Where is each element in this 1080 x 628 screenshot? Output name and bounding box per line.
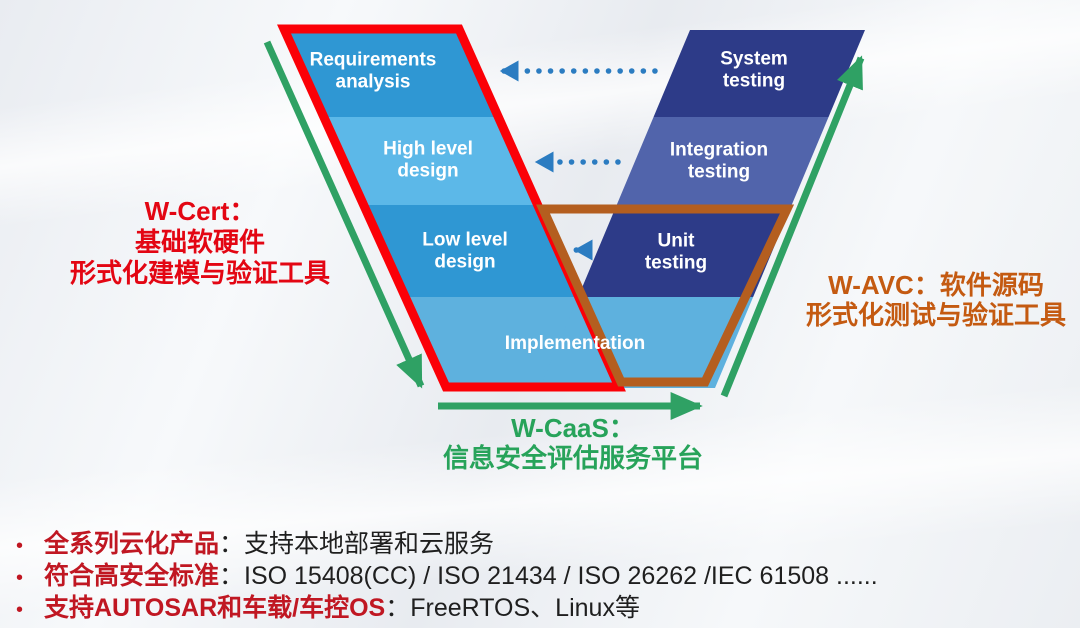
feature-bullet-list: • 全系列云化产品 ：支持本地部署和云服务 • 符合高安全标准 ：ISO 154…: [16, 528, 878, 624]
w-caas-label: W-CaaS： 信息安全评估服务平台: [420, 413, 726, 473]
w-cert-line2: 基础软硬件: [134, 227, 265, 257]
bullet-term: 符合高安全标准: [44, 562, 220, 590]
bullet-desc: ：FreeRTOS、Linux等: [385, 594, 640, 622]
bullet-term: 支持AUTOSAR和车载/车控OS: [44, 594, 386, 622]
w-avc-line2: 形式化测试与验证工具: [805, 300, 1066, 330]
bullet-term: 全系列云化产品: [44, 530, 220, 558]
w-avc-label: W-AVC：软件源码 形式化测试与验证工具: [788, 270, 1080, 330]
bullet-desc: ：ISO 15408(CC) / ISO 21434 / ISO 26262 /…: [219, 562, 878, 590]
stage-unit-testing-label: Unit testing: [644, 230, 708, 274]
w-cert-title: W-Cert：: [144, 196, 256, 226]
bullet-icon: •: [16, 567, 24, 589]
band-system-testing: [540, 30, 865, 117]
stage-integration-testing-label: Integration testing: [669, 139, 769, 183]
w-cert-line3: 形式化建模与验证工具: [69, 258, 330, 288]
w-caas-line2: 信息安全评估服务平台: [442, 443, 703, 473]
w-caas-title: W-CaaS：: [511, 413, 635, 443]
stage-low-level-design-label: Low level design: [422, 229, 508, 273]
bullet-desc: ：支持本地部署和云服务: [219, 530, 495, 558]
bullet-icon: •: [16, 599, 24, 621]
green-arrow-right: [720, 55, 865, 398]
list-item: • 符合高安全标准 ：ISO 15408(CC) / ISO 21434 / I…: [16, 560, 878, 592]
green-arrow-left: [263, 40, 425, 389]
stage-implementation-label: Implementation: [504, 332, 646, 354]
orange-highlight-outline: [536, 204, 795, 387]
list-item: • 全系列云化产品 ：支持本地部署和云服务: [16, 528, 878, 560]
stage-system-testing-label: System testing: [720, 48, 788, 92]
stage-requirements-analysis-label: Requirements analysis: [309, 49, 437, 93]
w-cert-label: W-Cert： 基础软硬件 形式化建模与验证工具: [55, 196, 345, 289]
red-highlight-outline: [277, 24, 626, 392]
bullet-icon: •: [16, 535, 24, 557]
stage-high-level-design-label: High level design: [383, 138, 473, 182]
w-avc-title: W-AVC：软件源码: [828, 270, 1044, 300]
list-item: • 支持AUTOSAR和车载/车控OS ：FreeRTOS、Linux等: [16, 592, 878, 624]
